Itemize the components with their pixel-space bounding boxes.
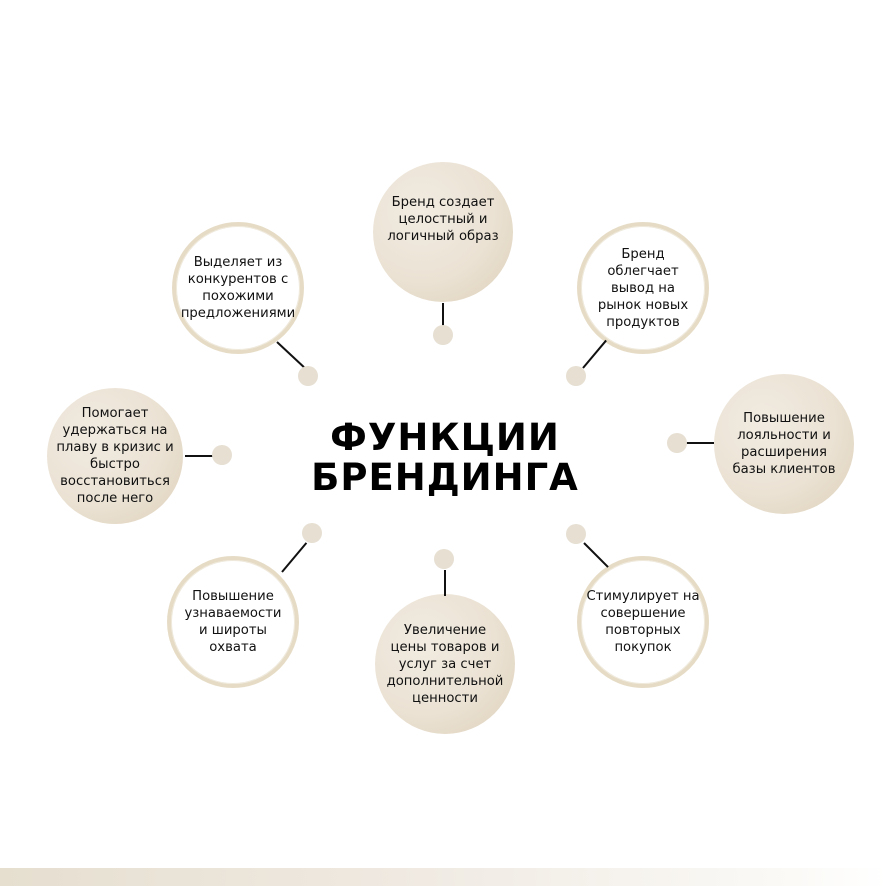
diagram-title: ФУНКЦИИ БРЕНДИНГА (300, 418, 590, 498)
connector-line-right (686, 442, 714, 444)
node-top-left-text: Выделяет из конкурентов с похожими предл… (180, 255, 296, 321)
node-bottom-right: Стимулирует на совершение повторных поку… (577, 556, 709, 688)
node-top-text: Бренд создает целостный и логичный образ (387, 194, 499, 244)
node-bottom-right-text: Стимулирует на совершение повторных поку… (586, 589, 700, 655)
node-bottom-text: Увеличение цены товаров и услуг за счет … (386, 622, 504, 706)
node-top-right: Бренд облегчает вывод на рынок новых про… (577, 222, 709, 354)
connector-line-top (442, 303, 444, 327)
connector-line-bottom (444, 570, 446, 596)
connector-dot-top (433, 325, 453, 345)
connector-dot-right (667, 433, 687, 453)
connector-dot-bottom-right (566, 524, 586, 544)
connector-dot-left (212, 445, 232, 465)
connector-dot-top-left (298, 366, 318, 386)
connector-line-bottom-right (583, 542, 609, 568)
node-bottom: Увеличение цены товаров и услуг за счет … (375, 594, 515, 734)
node-right: Повышение лояльности и расширения базы к… (714, 374, 854, 514)
connector-dot-bottom (434, 549, 454, 569)
bottom-decorative-bar (0, 868, 886, 886)
node-bottom-left: Повышение узнаваемости и широты охвата (167, 556, 299, 688)
connector-line-bottom-left (281, 542, 308, 573)
title-line-1: ФУНКЦИИ (330, 416, 560, 459)
node-left: Помогает удержаться на плаву в кризис и … (47, 388, 183, 524)
node-top-left: Выделяет из конкурентов с похожими предл… (172, 222, 304, 354)
node-top-right-text: Бренд облегчает вывод на рынок новых про… (597, 246, 689, 330)
title-line-2: БРЕНДИНГА (311, 456, 579, 499)
node-top: Бренд создает целостный и логичный образ (373, 162, 513, 302)
connector-dot-bottom-left (302, 523, 322, 543)
connector-line-top-right (582, 339, 607, 369)
node-bottom-left-text: Повышение узнаваемости и широты охвата (184, 589, 282, 655)
connector-line-left (185, 455, 213, 457)
node-right-text: Повышение лояльности и расширения базы к… (732, 411, 836, 477)
node-left-text: Помогает удержаться на плаву в кризис и … (56, 406, 174, 506)
connector-dot-top-right (566, 366, 586, 386)
connector-line-top-left (276, 341, 305, 368)
